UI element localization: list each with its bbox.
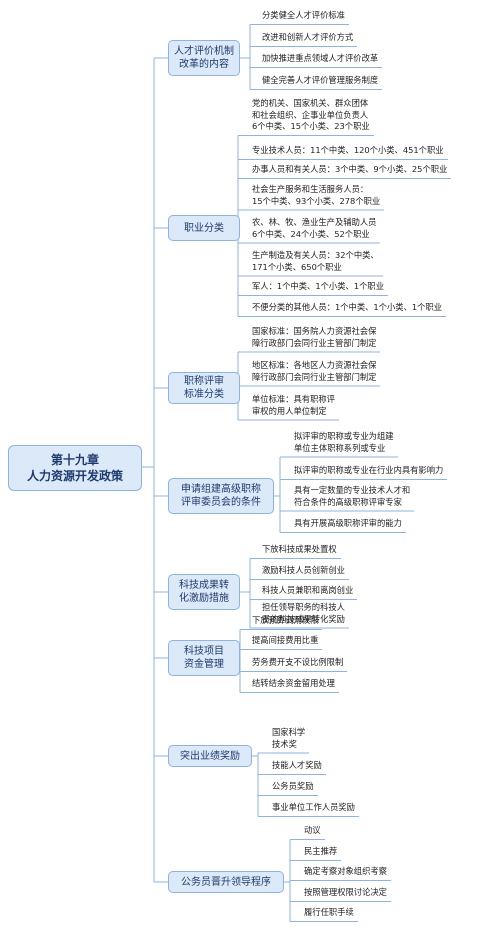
leaf-4-4: 具有开展高级职称评审的能力 — [294, 518, 402, 528]
branch-5: 科技成果转 化激励措施 — [168, 574, 240, 610]
leaf-3-2: 地区标准：各地区人力资源社会保 障行政部门会同行业主管部门制定 — [252, 360, 377, 382]
leaf-7-3: 公务员奖励 — [272, 781, 314, 791]
branch-3: 职称评审 标准分类 — [168, 372, 240, 404]
leaf-8-5: 履行任职手续 — [304, 907, 354, 917]
leaf-2-6: 生产制造及有关人员：32个中类、 171个小类、650个职业 — [252, 250, 379, 272]
leaf-8-2: 民主推荐 — [304, 846, 338, 856]
leaf-1-2: 改进和创新人才评价方式 — [262, 32, 354, 42]
leaf-2-5: 农、林、牧、渔业生产及辅助人员 6个中类、24个小类、52个职业 — [252, 217, 377, 239]
leaf-2-4: 社会生产服务和生活服务人员： 15个中类、93个小类、278个职业 — [252, 184, 381, 206]
leaf-3-3: 单位标准：具有职称评 审权的用人单位制定 — [252, 394, 335, 416]
leaf-6-3: 劳务费开支不设比例限制 — [252, 657, 344, 667]
leaf-5-4: 担任领导职务的科技人 员的科技成果转化奖励 — [262, 602, 345, 624]
leaf-7-4: 事业单位工作人员奖励 — [272, 802, 355, 812]
leaf-2-3: 办事人员和有关人员：3个中类、9个小类、25个职业 — [252, 164, 448, 174]
branch-2: 职业分类 — [168, 215, 240, 241]
leaf-1-3: 加快推进重点领域人才评价改革 — [262, 53, 379, 63]
branch-7: 突出业绩奖励 — [168, 745, 252, 767]
leaf-3-1: 国家标准：国务院人力资源社会保 障行政部门会同行业主管部门制定 — [252, 326, 377, 348]
leaf-5-1: 下放科技成果处置权 — [262, 544, 337, 554]
leaf-4-1: 拟评审的职称或专业为组建 单位主体职称系列或专业 — [294, 431, 394, 453]
leaf-6-1: 下放预算调剂权限 — [252, 615, 319, 625]
leaf-7-1: 国家科学 技术奖 — [272, 727, 306, 749]
leaf-2-8: 不便分类的其他人员：1个中类、1个小类、1个职业 — [252, 302, 443, 312]
branch-1: 人才评价机制 改革的内容 — [168, 40, 240, 76]
leaf-7-2: 技能人才奖励 — [272, 760, 322, 770]
leaf-4-3: 具有一定数量的专业技术人才和 符合条件的高级职称评审专家 — [294, 485, 411, 507]
leaf-6-2: 提高间接费用比重 — [252, 635, 319, 645]
leaf-8-3: 确定考察对象组织考察 — [304, 866, 387, 876]
branch-6: 科技项目 资金管理 — [168, 640, 240, 676]
leaf-2-2: 专业技术人员：11个中类、120个小类、451个职业 — [252, 145, 444, 155]
root-node: 第十九章 人力资源开发政策 — [8, 445, 142, 491]
leaf-2-1: 党的机关、国家机关、群众团体 和社会组织、企事业单位负责人 6个中类、15个小类… — [252, 98, 370, 131]
leaf-4-2: 拟评审的职称或专业在行业内具有影响力 — [294, 465, 444, 475]
branch-4: 申请组建高级职称 评审委员会的条件 — [168, 478, 274, 514]
leaf-5-2: 激励科技人员创新创业 — [262, 565, 345, 575]
leaf-1-1: 分类健全人才评价标准 — [262, 10, 345, 20]
root-title-line2: 人力资源开发政策 — [26, 469, 123, 483]
leaf-5-3: 科技人员兼职和离岗创业 — [262, 585, 354, 595]
leaf-8-4: 按照管理权限讨论决定 — [304, 887, 387, 897]
leaf-8-1: 动议 — [304, 825, 321, 835]
leaf-1-4: 健全完善人才评价管理服务制度 — [262, 75, 379, 85]
leaf-6-4: 结转结余资金留用处理 — [252, 678, 335, 688]
branch-8: 公务员晋升领导程序 — [168, 871, 284, 893]
leaf-2-7: 军人：1个中类、1个小类、1个职业 — [252, 281, 384, 291]
root-title-line1: 第十九章 — [50, 453, 99, 467]
